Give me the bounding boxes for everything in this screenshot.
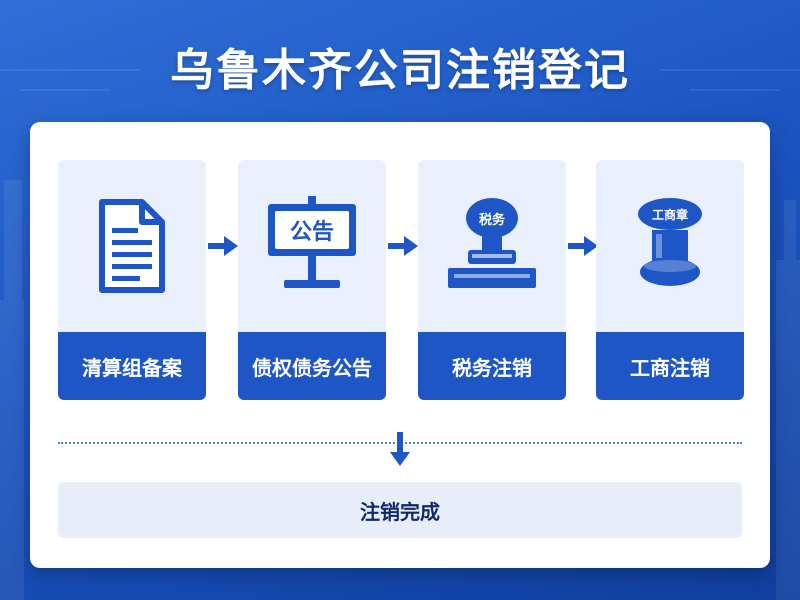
step-card-debt-notice: 公告 债权债务公告 [238, 160, 386, 400]
arrow-right-icon [208, 236, 238, 256]
step-label: 清算组备案 [58, 332, 206, 400]
business-seal-icon: 工商章 [638, 198, 702, 286]
arrow-down-icon [390, 432, 410, 466]
step-label: 税务注销 [418, 332, 566, 400]
tax-stamp-text: 税务 [479, 212, 506, 228]
final-step-completed: 注销完成 [58, 482, 742, 538]
document-icon [99, 199, 165, 293]
tax-stamp-icon: 税务 [448, 198, 536, 288]
step-label: 工商注销 [596, 332, 744, 400]
flow-panel: 清算组备案 公告 债权债务公告 税务 [30, 122, 770, 568]
business-seal-text: 工商章 [652, 207, 688, 222]
arrow-right-icon [568, 236, 598, 256]
arrow-right-icon [388, 236, 418, 256]
notice-board-text: 公告 [290, 220, 334, 245]
step-card-business-deregistration: 工商章 工商注销 [596, 160, 744, 400]
step-card-tax-deregistration: 税务 税务注销 [418, 160, 566, 400]
step-card-liquidation-filing: 清算组备案 [58, 160, 206, 400]
step-label: 债权债务公告 [238, 332, 386, 400]
notice-board-icon: 公告 [268, 196, 356, 288]
page-title: 乌鲁木齐公司注销登记 [170, 45, 630, 96]
